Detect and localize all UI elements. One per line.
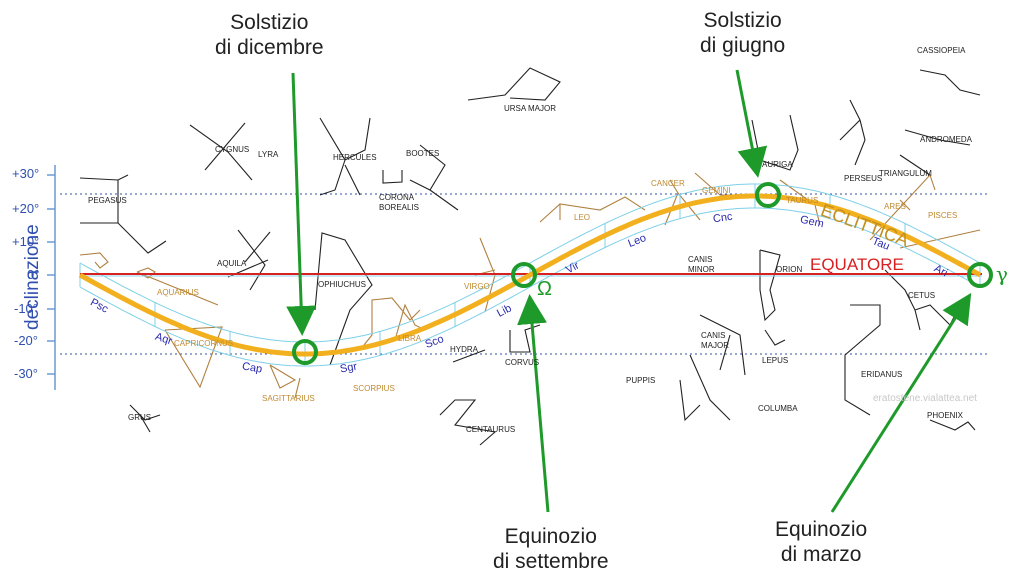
arrow-december-solstice <box>286 72 317 336</box>
constellation-label: LYRA <box>258 150 279 159</box>
zodiac-constellation-label: PISCES <box>928 211 958 220</box>
constellation-label: CANIS <box>701 331 726 340</box>
tick-label: -10° <box>14 301 38 316</box>
constellation-label: AURIGA <box>762 160 793 169</box>
constellation-label: PUPPIS <box>626 376 656 385</box>
equator-label: EQUATORE <box>810 255 904 274</box>
constellation-label: ERIDANUS <box>861 370 903 379</box>
zodiac-constellation-label: GEMINI <box>702 186 731 195</box>
zodiac-constellation-label: ARES <box>884 202 906 211</box>
omega-symbol: Ω <box>537 278 552 300</box>
zodiac-constellation-label: AQUARIUS <box>157 288 199 297</box>
zodiac-constellation-label: SAGITTARIUS <box>262 394 315 403</box>
arrow-september-equinox <box>517 294 550 513</box>
constellation-label: CORONA <box>379 193 415 202</box>
constellation-label: CETUS <box>908 291 936 300</box>
constellation-label: CASSIOPEIA <box>917 46 966 55</box>
constellation-label: COLUMBA <box>758 404 798 413</box>
constellation-label: HERCULES <box>333 153 377 162</box>
zodiac-constellation-label: CAPRICORNUS <box>174 339 234 348</box>
tick-label: +30° <box>12 166 40 181</box>
constellation-label: GRUS <box>128 413 152 422</box>
constellation-label: LEPUS <box>762 356 789 365</box>
constellation-label: OPHIUCHUS <box>318 280 367 289</box>
watermark: eratostene.vialattea.net <box>873 393 977 404</box>
constellation-label: AQUILA <box>217 259 247 268</box>
tick-label: +20° <box>12 201 40 216</box>
constellation-label: BOREALIS <box>379 203 420 212</box>
constellation-label: ORION <box>776 265 803 274</box>
constellation-label: TRIANGULUM <box>879 169 932 178</box>
tick-label: 0° <box>27 267 40 282</box>
zodiac-constellation-label: LEO <box>574 213 591 222</box>
constellation-label: HYDRA <box>450 345 479 354</box>
ecliptic-line <box>78 193 982 357</box>
constellation-label: CENTAURUS <box>466 425 516 434</box>
constellation-label: URSA MAJOR <box>504 104 557 113</box>
gamma-symbol: γ <box>996 262 1008 286</box>
constellation-label: PEGASUS <box>88 196 127 205</box>
zodiac-constellation-label: SCORPIUS <box>353 384 395 393</box>
june-solstice-marker <box>755 182 781 208</box>
constellation-label: CORVUS <box>505 358 540 367</box>
constellation-label: CANIS <box>688 255 713 264</box>
constellation-label: PERSEUS <box>844 174 883 183</box>
zodiac-constellation-label: LIBRA <box>398 334 422 343</box>
constellation-label: MAJOR <box>701 341 729 350</box>
arrow-march-equinox <box>830 292 972 513</box>
zodiac-constellation-lines <box>79 172 981 399</box>
zodiac-constellation-label: VIRGO <box>464 282 490 291</box>
zodiac-constellation-label: TAURUS <box>786 196 819 205</box>
tick-label: +10° <box>12 234 40 249</box>
arrow-june-solstice <box>735 69 768 178</box>
constellation-label: CYGNUS <box>215 145 250 154</box>
december-solstice-marker <box>292 339 318 365</box>
tick-label: -30° <box>14 366 38 381</box>
constellation-label: MINOR <box>688 265 715 274</box>
zodiac-constellation-label: CANCER <box>651 179 685 188</box>
march-equinox-marker <box>967 262 993 288</box>
constellation-label: ANDROMEDA <box>920 135 973 144</box>
constellation-label: BOOTES <box>406 149 440 158</box>
september-equinox-marker <box>511 262 537 288</box>
constellation-label: PHOENIX <box>927 411 964 420</box>
tick-label: -20° <box>14 333 38 348</box>
